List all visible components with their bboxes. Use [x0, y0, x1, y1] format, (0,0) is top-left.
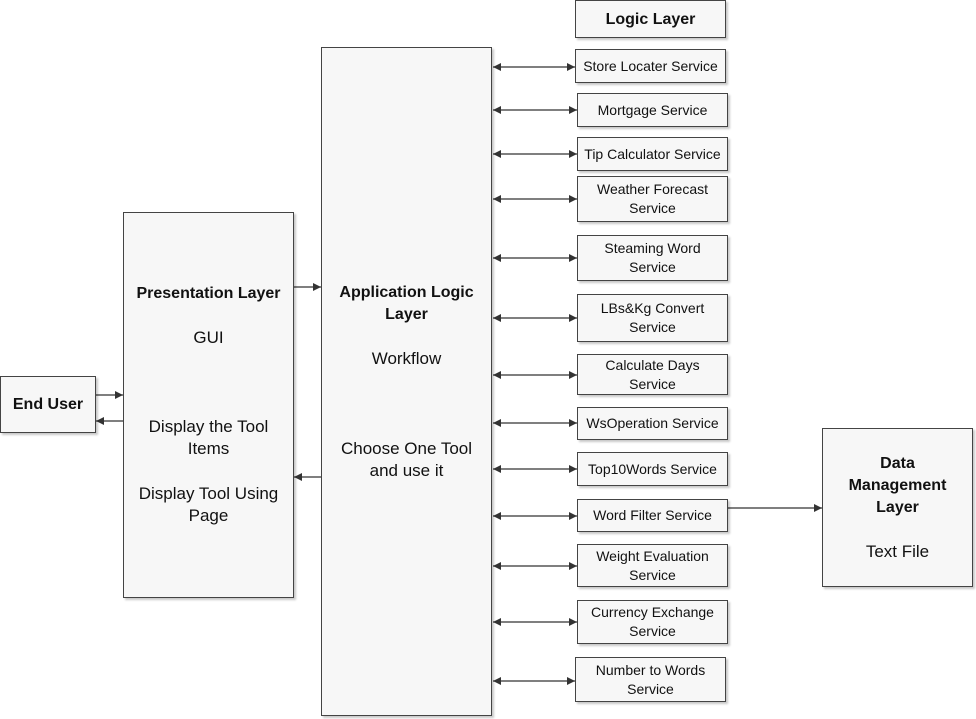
- service-label: Calculate Days Service: [605, 356, 700, 392]
- service-currency-exchange: Currency Exchange Service: [577, 600, 728, 644]
- service-tip-calculator: Tip Calculator Service: [577, 137, 728, 171]
- application-logic-layer-box: Application Logic Layer Workflow Choose …: [321, 47, 492, 716]
- service-steaming-word: Steaming Word Service: [577, 235, 728, 281]
- service-label: Weather Forecast Service: [596, 181, 708, 216]
- logic-layer-header: Logic Layer: [575, 0, 726, 38]
- data-management-layer-box: Data Management Layer Text File: [822, 428, 973, 587]
- application-layer-title: Application Logic Layer: [339, 284, 474, 323]
- service-store-locater: Store Locater Service: [575, 49, 726, 83]
- service-label: Steaming Word Service: [604, 240, 701, 275]
- service-label: Weight Evaluation Service: [596, 547, 709, 583]
- service-label: Top10Words Service: [588, 460, 717, 477]
- service-label: Store Locater Service: [583, 57, 718, 74]
- service-wsoperation: WsOperation Service: [577, 407, 728, 440]
- service-label: Word Filter Service: [593, 507, 712, 523]
- service-label: LBs&Kg Convert Service: [600, 300, 705, 335]
- service-word-filter: Word Filter Service: [577, 499, 728, 532]
- presentation-display-page-label: Display Tool Using Page: [138, 484, 279, 525]
- service-number-to-words: Number to Words Service: [575, 657, 726, 702]
- service-label: Mortgage Service: [597, 101, 708, 118]
- presentation-layer-box: Presentation Layer GUI Display the Tool …: [123, 212, 294, 598]
- service-mortgage: Mortgage Service: [577, 93, 728, 127]
- service-label: Number to Words Service: [595, 661, 706, 697]
- service-weather-forecast: Weather Forecast Service: [577, 176, 728, 222]
- presentation-layer-title: Presentation Layer: [136, 285, 281, 302]
- application-workflow-label: Workflow: [371, 349, 442, 368]
- service-label: Currency Exchange Service: [591, 604, 714, 639]
- presentation-gui-label: GUI: [193, 328, 224, 347]
- application-choose-tool-label: Choose One Tool and use it: [340, 439, 473, 480]
- logic-layer-title: Logic Layer: [605, 10, 696, 28]
- data-layer-storage-label: Text File: [865, 542, 930, 561]
- service-label: WsOperation Service: [586, 415, 719, 431]
- data-layer-title: Data Management Layer: [848, 455, 947, 516]
- presentation-display-items-label: Display the Tool Items: [148, 417, 269, 458]
- service-weight-evaluation: Weight Evaluation Service: [577, 544, 728, 587]
- service-label: Tip Calculator Service: [584, 145, 721, 162]
- end-user-title: End User: [12, 396, 84, 413]
- service-calculate-days: Calculate Days Service: [577, 354, 728, 395]
- service-top10words: Top10Words Service: [577, 452, 728, 486]
- end-user-box: End User: [0, 376, 96, 433]
- service-lbs-kg-convert: LBs&Kg Convert Service: [577, 294, 728, 342]
